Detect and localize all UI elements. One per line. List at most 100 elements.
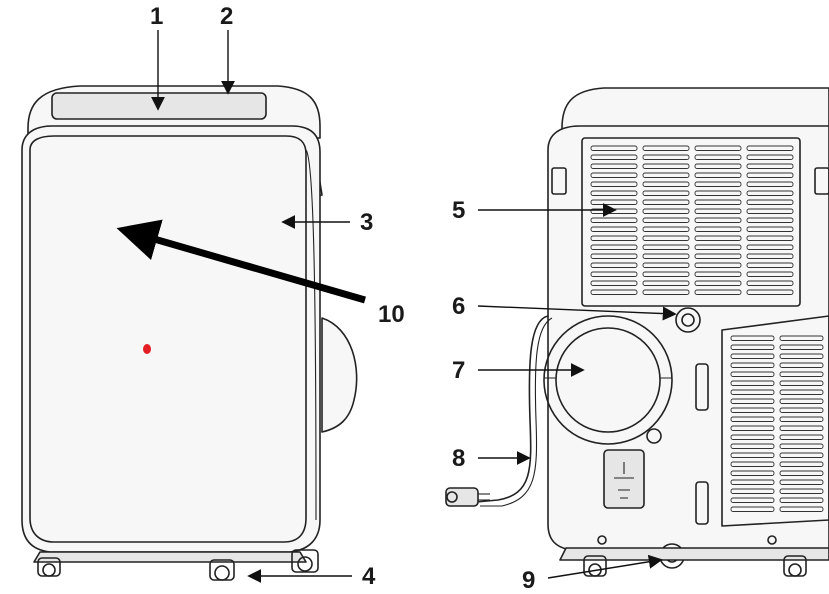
grille-slat	[642, 181, 690, 187]
grille-slat	[642, 253, 690, 259]
callout-5: 5	[452, 197, 465, 224]
grille-slat	[730, 407, 775, 413]
grille-slat	[730, 398, 775, 404]
grille-slat	[590, 289, 638, 295]
grille-slat	[746, 154, 794, 160]
grille-slat	[779, 416, 824, 422]
grille-slat	[746, 235, 794, 241]
callout-2: 2	[220, 3, 233, 30]
grille-slat	[642, 289, 690, 295]
grille-slat	[779, 371, 824, 377]
grille-slat	[590, 217, 638, 223]
leader-6	[477, 305, 677, 321]
grille-slat	[590, 226, 638, 232]
grille-slat	[779, 362, 824, 368]
front-body	[21, 125, 321, 553]
back-body	[547, 125, 829, 551]
grille-slat	[746, 226, 794, 232]
back-handle-right	[814, 167, 829, 195]
grille-slat	[746, 163, 794, 169]
grille-slat	[779, 335, 824, 341]
grille-slat	[590, 154, 638, 160]
grille-slat	[642, 235, 690, 241]
grille-slat	[590, 181, 638, 187]
back-top-cap	[561, 87, 829, 131]
grille-slat	[779, 353, 824, 359]
grille-slat	[779, 461, 824, 467]
grille-slat	[694, 217, 742, 223]
grille-slat	[779, 407, 824, 413]
grille-slat	[642, 271, 690, 277]
grille-slat	[746, 145, 794, 151]
power-plug	[445, 487, 490, 507]
grille-slat	[590, 145, 638, 151]
grille-slat	[730, 362, 775, 368]
grille-slat	[694, 190, 742, 196]
grille-slat	[694, 181, 742, 187]
front-base	[33, 551, 307, 563]
grille-slat	[779, 452, 824, 458]
grille-slat	[746, 208, 794, 214]
grille-slat	[779, 497, 824, 503]
leader-lines	[151, 30, 677, 583]
grille-slat	[779, 434, 824, 440]
grille-slat	[730, 371, 775, 377]
grille-slat	[730, 470, 775, 476]
power-indicator-dot	[143, 344, 151, 354]
callout-3: 3	[360, 209, 373, 236]
grille-slat	[746, 217, 794, 223]
callout-10: 10	[378, 301, 405, 328]
grille-slat	[779, 470, 824, 476]
grille-slat	[730, 506, 775, 512]
grille-slat	[730, 488, 775, 494]
side-ridge	[305, 149, 317, 521]
grille-slat	[694, 253, 742, 259]
grille-slat	[694, 235, 742, 241]
grille-slat	[694, 199, 742, 205]
grille-slat	[730, 416, 775, 422]
grille-slat	[730, 497, 775, 503]
power-cord-shadow	[480, 317, 553, 507]
grille-slat	[746, 280, 794, 286]
callout-1: 1	[150, 3, 163, 30]
grille-slat	[746, 190, 794, 196]
lower-air-filter-grille	[721, 315, 829, 527]
callout-labels: 1 2 3 4 5 6 7 8 9 10	[150, 3, 535, 594]
upper-grille-slats	[590, 145, 794, 295]
rear-slot-upper	[695, 363, 709, 411]
grille-slat	[746, 289, 794, 295]
top-control-panel	[51, 92, 267, 120]
grille-slat	[642, 244, 690, 250]
back-handle-left	[551, 167, 567, 195]
grille-slat	[642, 208, 690, 214]
callout-8: 8	[452, 445, 465, 472]
rear-small-port	[646, 428, 662, 444]
grille-slat	[642, 172, 690, 178]
power-cord	[475, 315, 549, 503]
grille-slat	[779, 479, 824, 485]
grille-slat	[642, 280, 690, 286]
grille-slat	[746, 271, 794, 277]
cord-storage-panel	[603, 449, 645, 509]
grille-slat	[642, 163, 690, 169]
grille-slat	[746, 181, 794, 187]
grille-slat	[694, 244, 742, 250]
grille-slat	[694, 163, 742, 169]
grille-slat	[694, 172, 742, 178]
caster-front-mid	[209, 559, 235, 581]
grille-slat	[779, 488, 824, 494]
side-hose-bulge	[321, 317, 358, 433]
grille-slat	[730, 335, 775, 341]
grille-slat	[730, 452, 775, 458]
grille-slat	[779, 398, 824, 404]
grille-slat	[590, 253, 638, 259]
caster-front-right	[291, 549, 319, 573]
grille-slat	[590, 280, 638, 286]
front-view	[21, 85, 366, 581]
grille-slat	[694, 208, 742, 214]
grille-slat	[590, 235, 638, 241]
front-panel	[29, 135, 307, 543]
grille-slat	[746, 172, 794, 178]
grille-slat	[694, 289, 742, 295]
